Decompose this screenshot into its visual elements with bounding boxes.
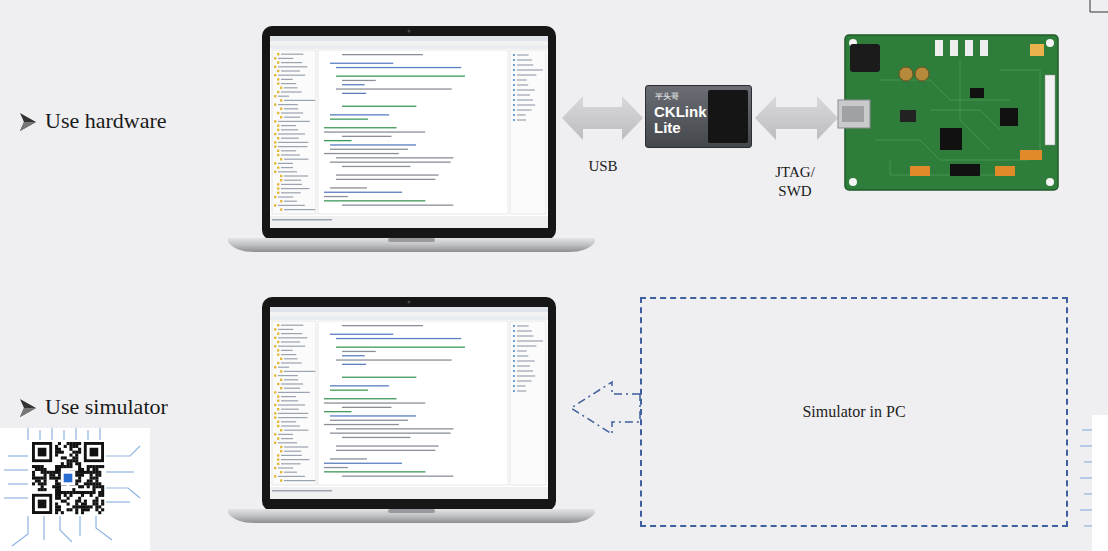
dashed-arrow (571, 382, 640, 434)
simulator-box: Simulator in PC (640, 297, 1068, 527)
corner-mark (1090, 0, 1108, 12)
double-arrow (755, 96, 838, 140)
qr-chip (0, 428, 150, 551)
row-title: Use simulator (45, 394, 168, 420)
bullet-arrow (20, 113, 36, 417)
interface-label: USB (588, 158, 617, 175)
dev-board (838, 35, 1058, 190)
double-arrow (562, 96, 643, 140)
logo-text: 平头哥 (655, 91, 679, 102)
laptop (228, 297, 595, 523)
box-title: Simulator in PC (802, 403, 905, 421)
interface-label: JTAG/ SWD (769, 163, 821, 201)
row-title: Use hardware (45, 108, 167, 134)
device-name: CKLink Lite (654, 104, 712, 136)
debugger-box: 平头哥 CKLink Lite (645, 85, 752, 148)
chip-fragment (1080, 415, 1108, 551)
label-panel (708, 90, 748, 143)
laptop (228, 26, 595, 252)
